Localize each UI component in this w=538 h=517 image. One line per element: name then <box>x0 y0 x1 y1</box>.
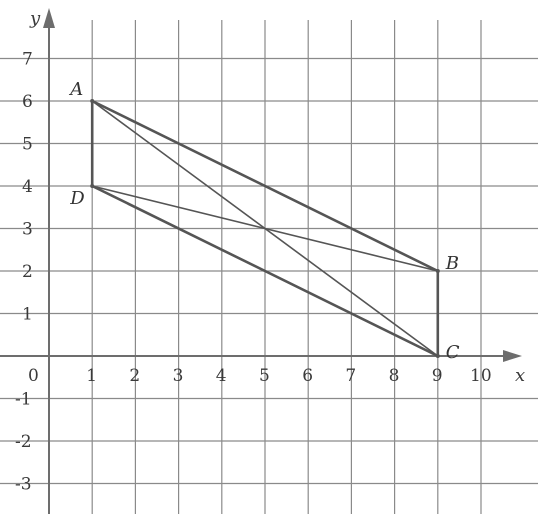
x-tick-label-1: 1 <box>86 366 97 386</box>
point-label-C: C <box>446 342 460 363</box>
x-tick-label-5: 5 <box>259 366 270 386</box>
x-tick-label-9: 9 <box>432 366 443 386</box>
y-tick-label-4: 4 <box>22 177 33 197</box>
x-tick-label-8: 8 <box>389 366 400 386</box>
segment-AB <box>90 99 440 273</box>
y-axis-arrow <box>43 8 55 28</box>
y-tick-label-3: 3 <box>22 220 33 240</box>
y-tick-label-2: 2 <box>22 262 33 282</box>
y-tick-label-7: 7 <box>22 50 33 70</box>
point-A <box>90 99 95 103</box>
segment-CD <box>90 184 440 358</box>
x-axis-label: x <box>515 365 525 386</box>
x-tick-label-3: 3 <box>173 366 184 386</box>
x-axis-arrow <box>503 350 522 362</box>
y-tick-label-6: 6 <box>22 92 33 112</box>
point-D <box>90 184 95 188</box>
y-tick-label-1: 1 <box>22 305 33 325</box>
x-tick-label-10: 10 <box>470 366 492 386</box>
point-label-A: A <box>68 79 83 100</box>
axes <box>0 8 522 514</box>
tick-labels: 0 1 2 3 4 5 6 7 8 9 10 7 6 5 4 3 2 1 -1 -2 -3 <box>15 50 492 495</box>
grid <box>0 20 538 514</box>
x-tick-label-4: 4 <box>216 366 227 386</box>
y-tick-label-5: 5 <box>22 135 33 155</box>
x-tick-label-6: 6 <box>302 366 313 386</box>
y-tick-label--3: -3 <box>15 475 32 495</box>
y-tick-label--2: -2 <box>15 432 32 452</box>
x-tick-label-0: 0 <box>28 366 39 386</box>
segment-DB <box>91 185 439 272</box>
point-C <box>435 354 440 358</box>
y-tick-label--1: -1 <box>15 390 32 410</box>
point-label-D: D <box>69 188 85 209</box>
x-tick-label-2: 2 <box>129 366 140 386</box>
point-B <box>435 269 440 273</box>
segments <box>90 99 440 358</box>
x-tick-label-7: 7 <box>345 366 356 386</box>
point-label-B: B <box>445 253 459 274</box>
y-axis-label: y <box>29 8 41 29</box>
points: A B C D <box>68 79 460 363</box>
